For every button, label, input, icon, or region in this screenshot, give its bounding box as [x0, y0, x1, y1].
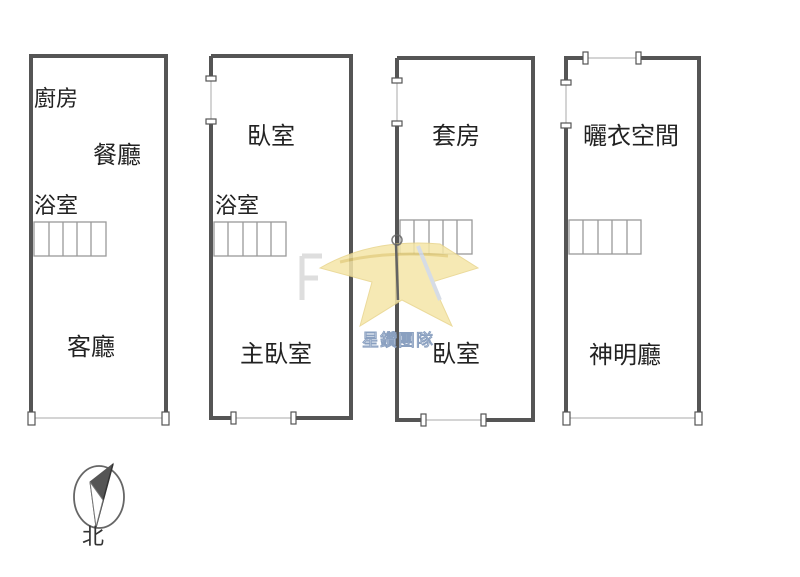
floor-1-plan — [27, 54, 170, 426]
floor-2-staircase — [213, 221, 287, 257]
room-label-laundry-space: 曬衣空間 — [583, 122, 679, 150]
room-label-bedroom-2f: 臥室 — [247, 122, 295, 150]
room-label-dining: 餐廳 — [93, 141, 141, 169]
room-label-bathroom-2: 浴室 — [215, 194, 260, 219]
compass-north-label: 北 — [82, 525, 105, 550]
floor-1-post-left — [27, 411, 36, 426]
floor-2-plan — [205, 54, 353, 425]
floor-1-walls — [29, 54, 168, 418]
room-label-suite: 套房 — [432, 122, 480, 150]
room-label-bedroom-3f: 臥室 — [432, 340, 480, 368]
room-label-kitchen: 廚房 — [34, 87, 79, 112]
floor-4-plan — [560, 51, 703, 426]
floor-2-walls — [209, 54, 353, 420]
watermark-star — [318, 242, 480, 328]
room-label-shrine-hall: 神明廳 — [589, 341, 661, 369]
floor-1-post-right — [161, 411, 170, 426]
floor-3-plan — [391, 56, 535, 427]
watermark-figure — [394, 243, 400, 301]
floor-1-staircase — [33, 221, 107, 257]
watermark-text: 星鑽團隊 — [362, 331, 434, 352]
room-label-bathroom-1: 浴室 — [34, 194, 79, 219]
compass-icon — [73, 462, 125, 529]
watermark-logo — [299, 234, 480, 328]
floor-4-staircase — [568, 219, 642, 255]
room-label-master-bedroom: 主臥室 — [240, 340, 312, 368]
room-label-living-room: 客廳 — [67, 333, 115, 361]
